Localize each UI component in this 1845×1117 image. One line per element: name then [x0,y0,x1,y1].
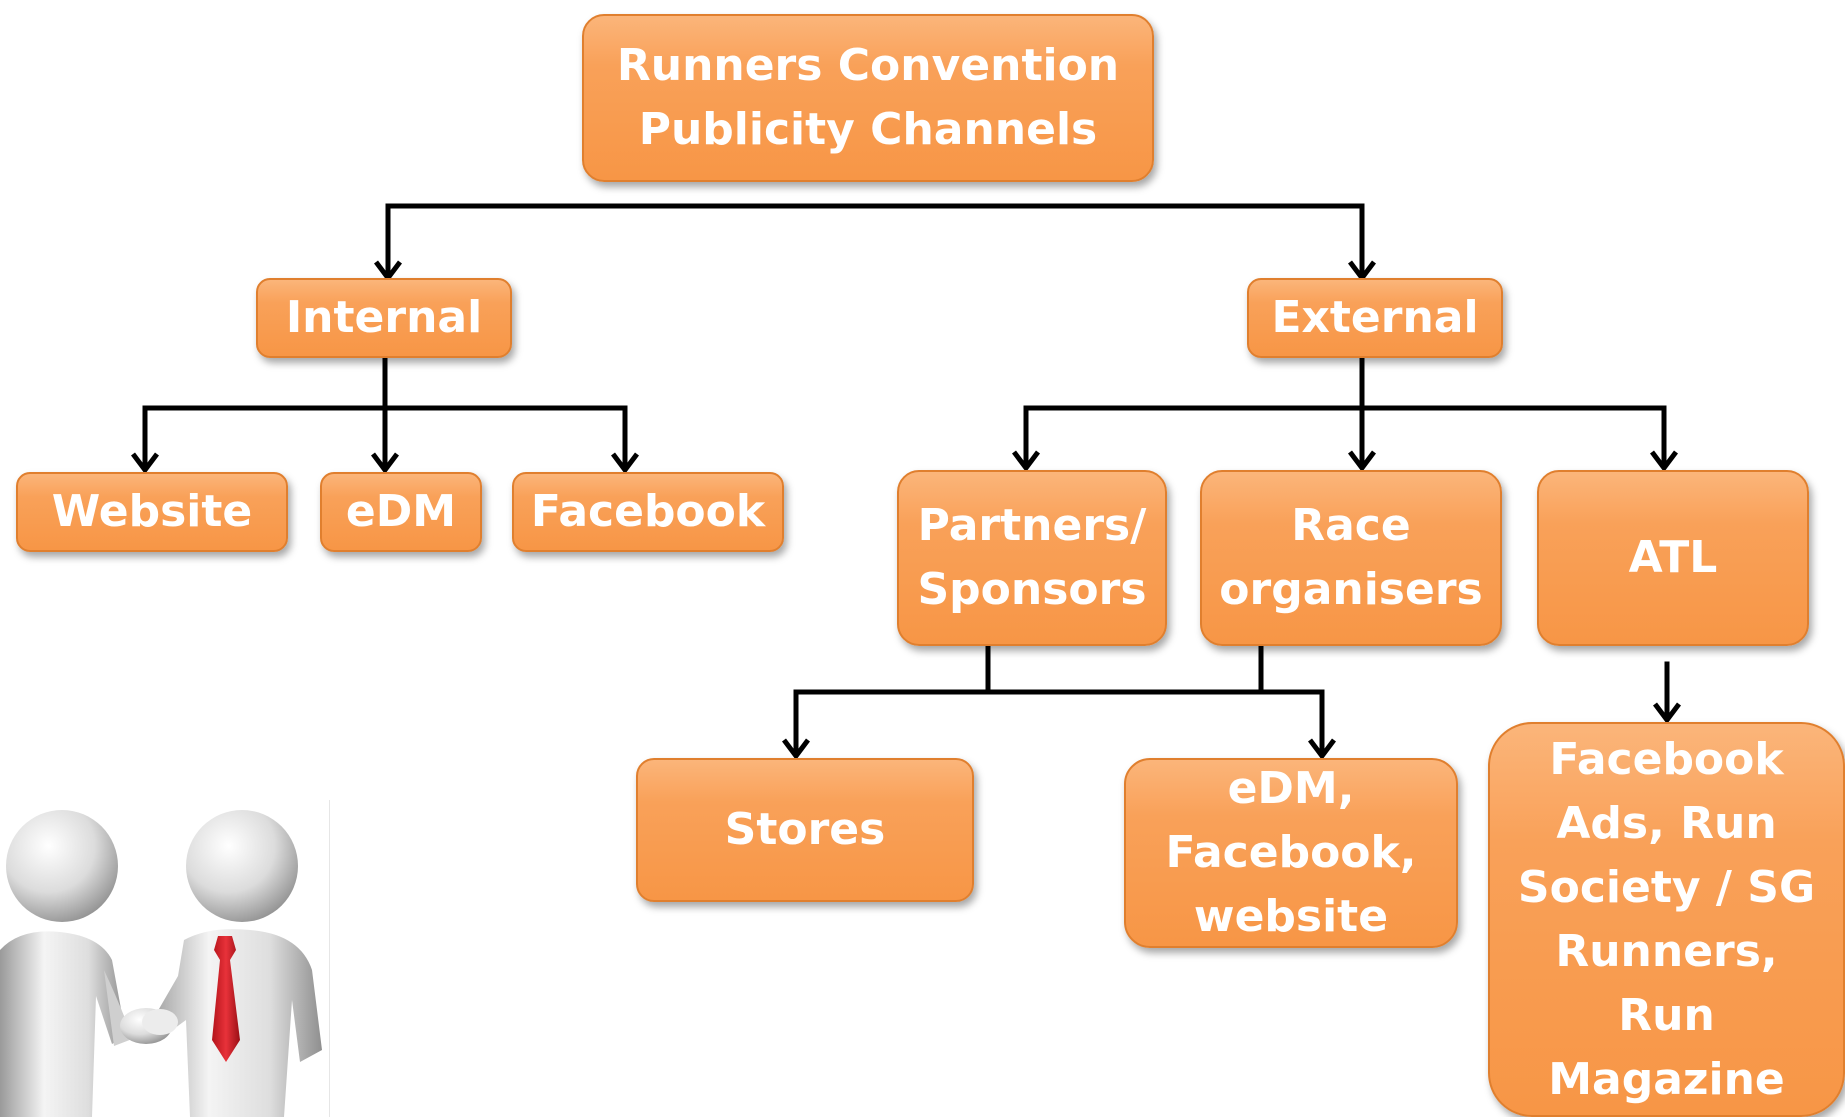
race-organisers-node: Race organisers [1200,470,1502,646]
arrowhead-edm [371,452,399,475]
external-node: External [1247,278,1503,358]
arrowhead-facebook [611,452,639,475]
facebook-node: Facebook [512,472,784,552]
atl-node: ATL [1537,470,1809,646]
arrowhead-atl-channels [1653,702,1681,725]
arrowhead-stores [782,738,810,761]
right-figure [148,810,322,1117]
arrowhead-partners [1012,450,1040,473]
atl-channels-node: Facebook Ads, Run Society / SG Runners, … [1488,722,1845,1117]
arrowhead-race [1348,450,1376,473]
left-figure [0,810,150,1117]
handshake-icon [120,1008,178,1044]
arrowhead-atl [1650,450,1678,473]
arrowhead-website [131,452,159,475]
illustration-divider [329,800,330,1117]
partners-sponsors-node: Partners/ Sponsors [897,470,1167,646]
edm-node: eDM [320,472,482,552]
root-node: Runners Convention Publicity Channels [582,14,1154,182]
internal-node: Internal [256,278,512,358]
handshake-illustration [0,810,322,1117]
edm-facebook-website-node: eDM, Facebook, website [1124,758,1458,948]
stores-node: Stores [636,758,974,902]
website-node: Website [16,472,288,552]
arrowhead-edm-facebook-website [1308,738,1336,761]
